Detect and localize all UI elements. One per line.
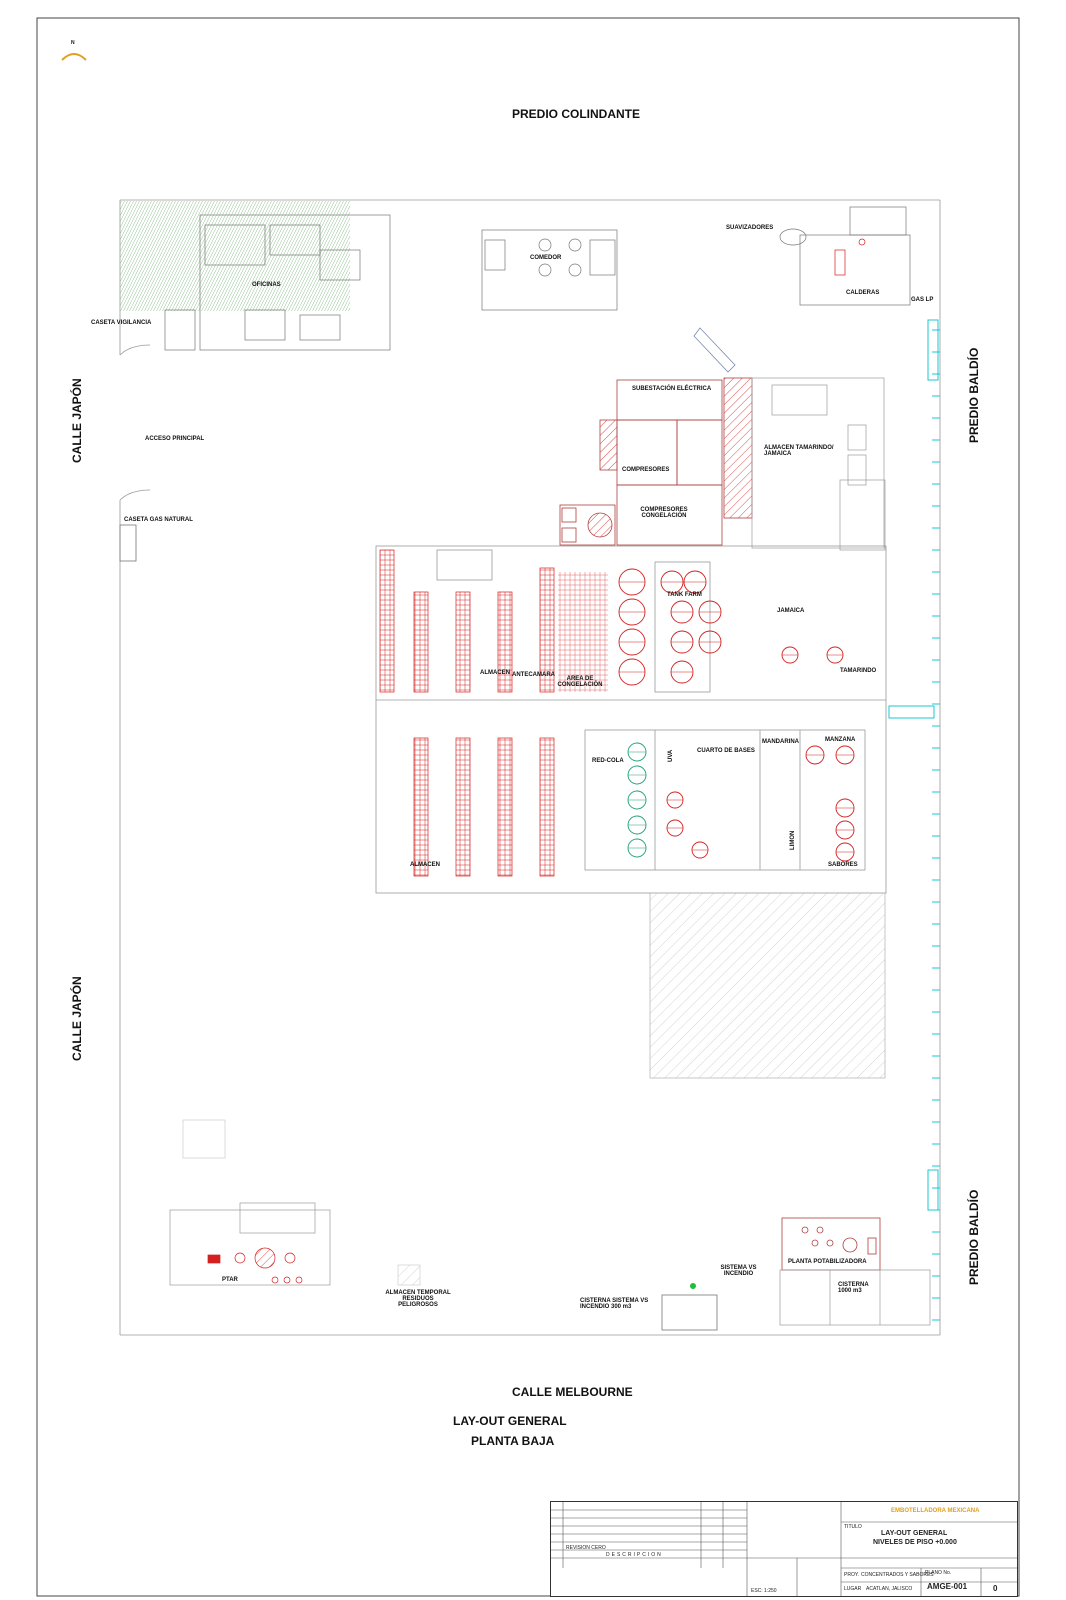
tb-company: EMBOTELLADORA MEXICANA xyxy=(891,1508,980,1514)
label-comedor: COMEDOR xyxy=(530,255,562,261)
boundary-left-top-label: CALLE JAPÓN xyxy=(70,378,84,463)
comedor-building xyxy=(481,229,618,311)
label-compresores: COMPRESORES xyxy=(622,467,670,473)
label-oficinas: OFICINAS xyxy=(252,282,281,288)
tb-descripcion-label: DESCRIPCION xyxy=(606,1552,663,1558)
almacen-tamarindo-building xyxy=(751,377,886,551)
boundary-top-label: PREDIO COLINDANTE xyxy=(512,107,641,121)
drawing-title-line2: PLANTA BAJA xyxy=(471,1434,555,1448)
tb-plano-label: PLANO No. xyxy=(925,1570,952,1576)
tb-escala: ESC: 1:250 xyxy=(751,1588,777,1594)
storage-rack xyxy=(497,591,513,693)
label-ptar: PTAR xyxy=(222,1277,238,1283)
future-expansion-area xyxy=(649,892,886,1079)
label-tamarindo: TAMARINDO xyxy=(840,668,877,674)
label-acceso-principal: ACCESO PRINCIPAL xyxy=(145,436,205,442)
label-suavizadores: SUAVIZADORES xyxy=(726,225,774,231)
label-tank-farm: TANK FARM xyxy=(667,592,702,598)
label-red-cola: RED-COLA xyxy=(592,758,624,764)
tb-lugar-label: LUGAR xyxy=(844,1586,862,1592)
storage-rack xyxy=(379,549,395,693)
storage-rack xyxy=(539,737,555,877)
storage-rack xyxy=(413,591,429,693)
label-caseta-vigilancia: CASETA VIGILANCIA xyxy=(91,320,152,326)
label-uva: UVA xyxy=(668,749,674,762)
label-sabores: SABORES xyxy=(828,862,858,868)
label-area-congelacion: AREA DE CONGELACIÓN xyxy=(557,676,603,688)
label-almacen-bottom: ALMACEN xyxy=(410,862,440,868)
boundary-right-bottom-label: PREDIO BALDÍO xyxy=(967,1189,981,1285)
freezing-grid xyxy=(558,572,608,692)
north-arrow-icon xyxy=(61,53,87,61)
label-calderas: CALDERAS xyxy=(846,290,880,296)
storage-rack xyxy=(455,591,471,693)
label-mandarina: MANDARINA xyxy=(762,739,799,745)
tb-revision: 0 xyxy=(993,1584,998,1593)
tb-titulo-line1: LAY-OUT GENERAL xyxy=(881,1530,948,1537)
tanks xyxy=(618,568,855,862)
utility-block xyxy=(559,377,753,546)
label-almacen-residuos: ALMACEN TEMPORAL RESIDUOS PELIGROSOS xyxy=(385,1290,451,1308)
label-subestacion: SUBESTACIÓN ELÉCTRICA xyxy=(632,386,712,392)
label-almacen-tamarindo: ALMACEN TAMARINDO/ JAMAICA xyxy=(764,445,834,457)
storage-racks xyxy=(379,549,555,877)
lot-square xyxy=(182,1119,226,1159)
label-gas-lp: GAS LP xyxy=(911,297,934,303)
tb-titulo-label: TITULO xyxy=(844,1524,862,1530)
north-label: N xyxy=(71,40,75,46)
tb-proy-value: CONCENTRADOS Y SABORES xyxy=(861,1572,934,1578)
cisterna-vs-area xyxy=(661,1283,718,1331)
truck-icon xyxy=(693,327,736,373)
title-block-grid xyxy=(551,1502,1017,1596)
tb-proy-label: PROY. xyxy=(844,1572,859,1578)
label-planta-potabilizadora: PLANTA POTABILIZADORA xyxy=(788,1259,867,1265)
label-sistema-vs: SISTEMA VS INCENDIO xyxy=(720,1265,757,1277)
cisterna-1000-area xyxy=(779,1269,931,1326)
storage-rack xyxy=(497,737,513,877)
site-boundary xyxy=(119,199,941,1336)
label-cisterna-1000: CISTERNA 1000 m3 xyxy=(838,1282,869,1294)
label-compresores-congelacion: COMPRESORES CONGELACIÓN xyxy=(640,507,688,519)
label-cuarto-bases: CUARTO DE BASES xyxy=(697,748,755,754)
label-cisterna-vs: CISTERNA SISTEMA VS INCENDIO 300 m3 xyxy=(580,1298,649,1310)
label-almacen-top: ALMACEN xyxy=(480,670,510,676)
label-jamaica: JAMAICA xyxy=(777,608,805,614)
storage-rack xyxy=(455,737,471,877)
boundary-bottom-label: CALLE MELBOURNE xyxy=(512,1385,633,1399)
main-plant xyxy=(375,545,887,894)
tb-plano-no: AMGE-001 xyxy=(927,1582,968,1591)
tb-titulo-line2: NIVELES DE PISO +0.000 xyxy=(873,1539,957,1546)
storage-rack xyxy=(413,737,429,877)
caseta-gas-box xyxy=(119,524,137,562)
plant-side-markers xyxy=(888,705,935,719)
storage-rack xyxy=(539,567,555,693)
tb-lugar-value: ACATLAN, JALISCO xyxy=(866,1586,913,1592)
tb-rev-text: REVISION CERO xyxy=(566,1545,606,1551)
label-manzana: MANZANA xyxy=(825,737,856,743)
fence-ticks xyxy=(932,329,940,1321)
boundary-right-top-label: PREDIO BALDÍO xyxy=(967,347,981,443)
calderas-building xyxy=(779,206,911,306)
right-fence-markers xyxy=(927,319,939,1211)
label-caseta-gas-natural: CASETA GAS NATURAL xyxy=(124,517,193,523)
offices-building xyxy=(164,214,391,351)
boundary-left-bottom-label: CALLE JAPÓN xyxy=(70,976,84,1061)
title-block: EMBOTELLADORA MEXICANA TITULO LAY-OUT GE… xyxy=(550,1501,1018,1597)
label-limon: LIMON xyxy=(790,830,796,850)
residuos-box xyxy=(397,1264,421,1286)
drawing-title-line1: LAY-OUT GENERAL xyxy=(453,1414,567,1428)
label-antecamara: ANTECAMARA xyxy=(512,672,555,678)
garden-area xyxy=(120,201,350,311)
ptar-area xyxy=(169,1202,331,1286)
sheet-border xyxy=(36,17,1020,1597)
